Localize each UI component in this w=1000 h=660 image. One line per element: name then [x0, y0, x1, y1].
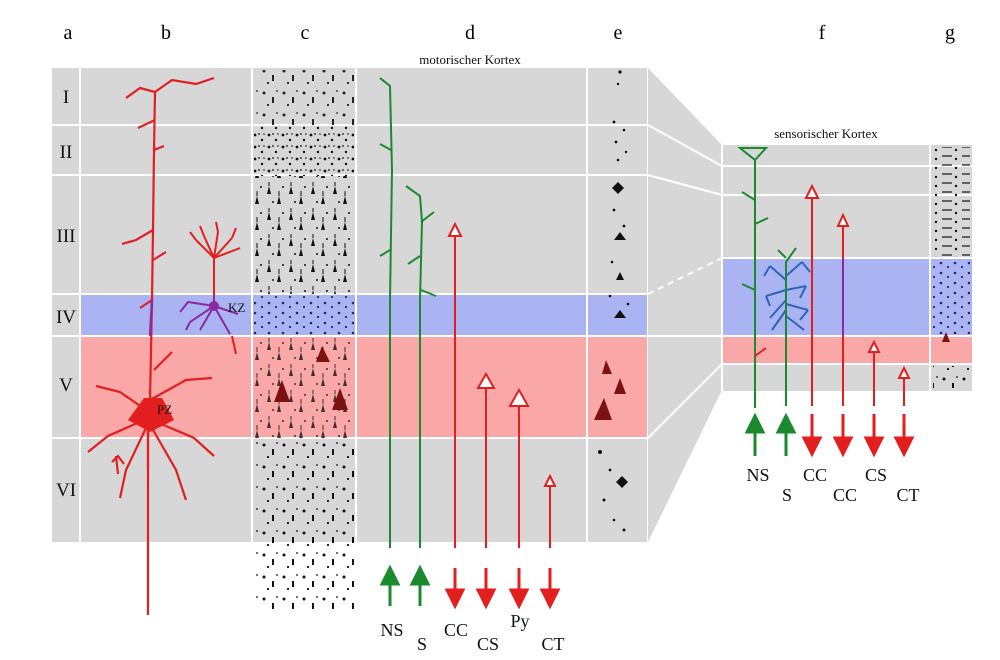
motor-projection-arrows	[379, 564, 561, 610]
kz-label: KZ	[228, 300, 245, 315]
panel-letters: a b c d e f g	[64, 22, 955, 44]
sensory-label-ct: CT	[896, 485, 919, 505]
layer-label-iv: IV	[56, 307, 76, 328]
motor-afferent-ns	[379, 77, 394, 548]
layer-iv-band-motor	[80, 294, 648, 336]
panel-letter-e: e	[614, 22, 623, 44]
motor-label-ct: CT	[541, 634, 564, 654]
panel-letter-f: f	[819, 22, 826, 44]
sensory-projection-labels: NS S CC CC CS CT	[746, 465, 919, 505]
panel-letter-c: c	[301, 22, 310, 44]
sensory-label-ns: NS	[746, 465, 769, 485]
sensory-label-cc-1: CC	[803, 465, 827, 485]
panel-letter-b: b	[161, 22, 171, 44]
nissl-stain-column	[254, 70, 354, 610]
sensory-label-s: S	[782, 485, 792, 505]
sensory-label-cc-2: CC	[833, 485, 857, 505]
layer-label-iii: III	[57, 226, 76, 247]
column-dividers-sensory	[721, 50, 931, 391]
motor-label-cs: CS	[477, 634, 499, 654]
motor-label-cc: CC	[444, 620, 468, 640]
layer-labels: I II III IV V VI	[56, 87, 76, 501]
sensory-stain-column	[933, 147, 970, 388]
motor-label-py: Py	[510, 611, 529, 631]
pz-label: PZ	[157, 402, 172, 417]
layer-label-i: I	[63, 87, 69, 108]
sensory-cortex-title: sensorischer Kortex	[774, 126, 878, 141]
motor-efferent-lines	[454, 236, 551, 548]
sensory-efferent-somas	[804, 183, 911, 379]
sensory-projection-arrows	[744, 412, 915, 458]
motor-efferent-somas	[447, 221, 557, 487]
motor-projection-labels: NS S CC CS Py CT	[380, 611, 564, 654]
golgi-stain-column	[594, 70, 630, 532]
motor-cortex-title: motorischer Kortex	[419, 52, 521, 67]
region-connector	[647, 68, 723, 542]
pyramidal-dendrite-layer-iv	[148, 299, 154, 337]
sensory-ns-collateral	[754, 347, 767, 357]
layer-label-ii: II	[60, 142, 73, 163]
panel-letter-a: a	[64, 22, 73, 44]
sensory-afferent-s	[777, 247, 797, 406]
motor-afferent-s	[405, 185, 437, 548]
sensory-cortex-block	[721, 50, 972, 391]
sensory-label-cs: CS	[865, 465, 887, 485]
motor-label-ns: NS	[380, 620, 403, 640]
motor-label-s: S	[417, 634, 427, 654]
layer-label-v: V	[59, 375, 73, 396]
pyramidal-soma	[128, 398, 174, 432]
layer-v-band-sensory	[722, 336, 972, 364]
layer-label-vi: VI	[56, 480, 76, 501]
panel-letter-g: g	[945, 22, 955, 44]
stellate-cell	[179, 221, 241, 355]
panel-letter-d: d	[465, 22, 475, 44]
sensory-afferent-ns	[737, 147, 769, 408]
